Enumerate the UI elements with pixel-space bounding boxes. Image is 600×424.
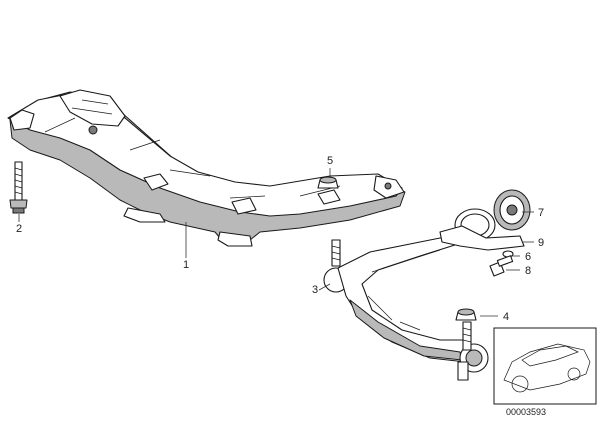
callout-9: 9 <box>538 237 544 249</box>
vehicle-inset <box>493 327 597 405</box>
front-wheel-highlight-icon <box>511 375 529 393</box>
callout-3: 3 <box>312 284 318 296</box>
nut-top[interactable] <box>317 176 339 189</box>
axle-carrier[interactable] <box>7 89 406 247</box>
nut-lower[interactable] <box>455 308 477 321</box>
rubber-mount-bracket[interactable] <box>439 189 531 251</box>
callout-8: 8 <box>525 265 531 277</box>
callout-6: 6 <box>525 251 531 263</box>
leader-lines <box>18 168 534 317</box>
callout-7: 7 <box>538 207 544 219</box>
wishbone[interactable] <box>323 235 489 381</box>
diagram-id: 00003593 <box>506 407 546 417</box>
hex-bolt[interactable] <box>489 255 514 277</box>
callout-2: 2 <box>16 223 22 235</box>
callout-4: 4 <box>503 311 509 323</box>
callout-5: 5 <box>327 155 333 167</box>
callout-1: 1 <box>183 259 189 271</box>
washer[interactable] <box>502 250 514 258</box>
bolt[interactable] <box>9 161 28 214</box>
